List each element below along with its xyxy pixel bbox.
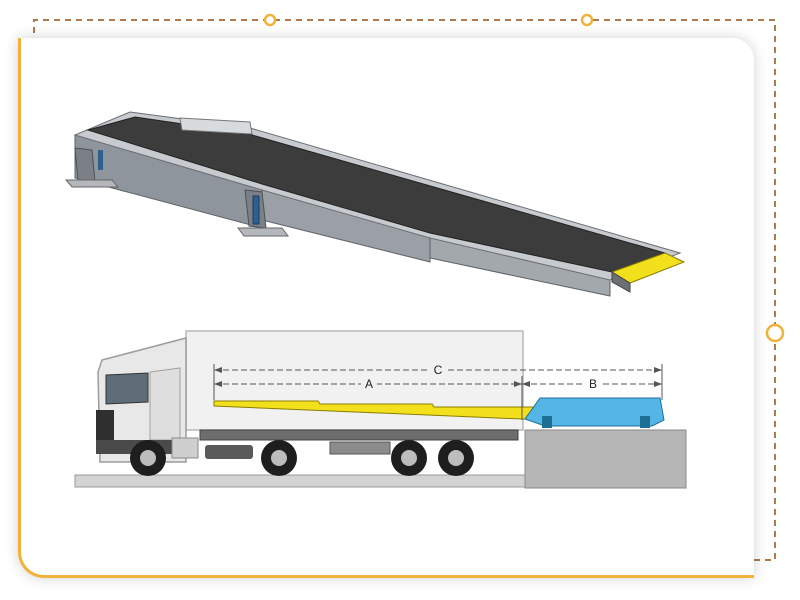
dashed-frame xyxy=(33,19,776,561)
dim-c-arrow-left xyxy=(214,367,222,373)
loader-base-unit xyxy=(524,397,665,427)
dim-b-label-bg xyxy=(585,377,601,391)
telescopic-conveyor xyxy=(64,111,686,297)
dim-c-label-bg xyxy=(430,362,446,376)
rear-foot-left xyxy=(64,179,120,188)
dim-c-arrow-right xyxy=(654,367,662,373)
loader-leg-rear xyxy=(640,416,650,428)
loading-dock xyxy=(524,429,687,489)
wheel-front xyxy=(130,440,166,476)
rear-leg-left xyxy=(74,147,96,183)
cab-door xyxy=(149,367,181,441)
cab-window xyxy=(105,372,149,405)
dim-label-c: C xyxy=(434,363,443,377)
fuel-tank xyxy=(205,445,253,459)
conveyor-extension xyxy=(213,400,542,420)
hydraulic-cylinder xyxy=(252,195,260,225)
wheel-trailer-1 xyxy=(391,440,427,476)
trailer-chassis xyxy=(199,429,519,441)
rear-cylinder xyxy=(98,150,103,170)
wheel-drive xyxy=(261,440,297,476)
loader-leg xyxy=(542,416,552,428)
conveyor-nose-face xyxy=(611,271,631,293)
dim-label-a: A xyxy=(365,377,373,391)
dim-label-b: B xyxy=(589,377,597,391)
ground xyxy=(74,474,556,488)
conveyor-rear-housing xyxy=(179,117,253,135)
cab-step xyxy=(171,437,199,459)
dim-a-arrow-left xyxy=(214,381,222,387)
frame-node-top-right xyxy=(580,13,594,27)
truck-scene: C A B xyxy=(74,330,687,489)
wheel-trailer-2 xyxy=(438,440,474,476)
dim-a-arrow-right xyxy=(514,381,522,387)
dim-a-label-bg xyxy=(361,377,377,391)
cab-grille xyxy=(96,410,114,440)
frame-node-top-left xyxy=(263,13,277,27)
frame-node-right xyxy=(765,323,785,343)
trailer-side-skirt xyxy=(329,441,391,455)
dim-b-arrow-right xyxy=(654,381,662,387)
dim-b-arrow-left xyxy=(522,381,530,387)
mid-foot xyxy=(237,227,289,237)
